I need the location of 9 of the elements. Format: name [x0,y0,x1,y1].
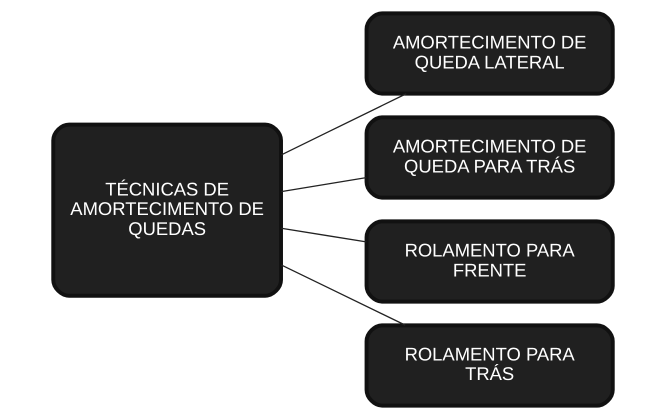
connector [280,176,366,192]
node-box: AMORTECIMENTO DE QUEDA PARA TRÁS [364,115,614,200]
node-box: ROLAMENTO PARA TRÁS [364,323,614,408]
connector [280,264,405,326]
node-box: AMORTECIMENTO DE QUEDA LATERAL [364,11,614,96]
connector [280,228,366,243]
node-box: TÉCNICAS DE AMORTECIMENTO DE QUEDAS [50,122,282,298]
node-box: ROLAMENTO PARA FRENTE [364,219,614,304]
connector [280,93,406,156]
